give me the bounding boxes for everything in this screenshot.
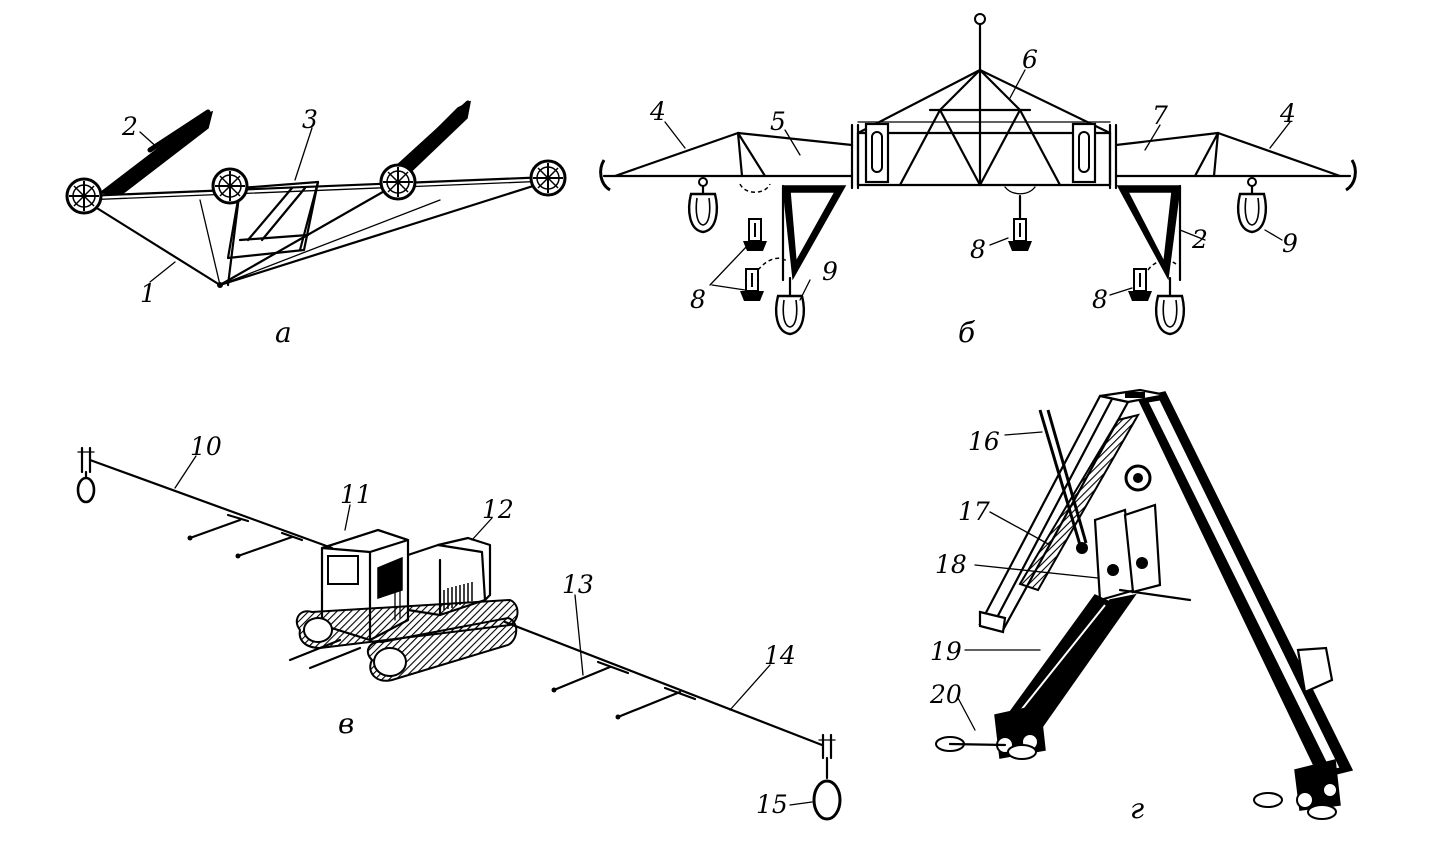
callout-g-20: 20 bbox=[929, 680, 962, 709]
panel-v: 10 11 12 13 14 15 в bbox=[76, 432, 842, 821]
callout-a-1: 1 bbox=[140, 279, 156, 308]
callout-v-15: 15 bbox=[756, 790, 788, 819]
panel-a: 2 3 1 а bbox=[65, 100, 567, 349]
callout-v-13: 13 bbox=[562, 570, 594, 599]
callout-b-2: 2 bbox=[1191, 225, 1208, 254]
callout-b-8-center: 8 bbox=[970, 235, 986, 264]
callout-b-7: 7 bbox=[1152, 101, 1168, 130]
callout-g-19: 19 bbox=[930, 637, 962, 666]
callout-g-16: 16 bbox=[968, 427, 1000, 456]
callout-v-14: 14 bbox=[764, 641, 796, 670]
callout-v-10: 10 bbox=[190, 432, 222, 461]
callout-b-8-left: 8 bbox=[690, 285, 706, 314]
callout-b-4-right: 4 bbox=[1279, 99, 1296, 128]
callout-a-2: 2 bbox=[121, 112, 138, 141]
panel-b: 4 5 6 7 4 8 8 9 2 8 9 б bbox=[599, 13, 1357, 349]
panel-g: 16 17 18 19 20 г bbox=[929, 388, 1354, 825]
callout-b-9-left: 9 bbox=[822, 257, 838, 286]
panel-label-g: г bbox=[1130, 792, 1144, 825]
panel-label-b: б bbox=[958, 316, 976, 349]
callout-g-17: 17 bbox=[958, 497, 990, 526]
callout-b-8-right: 8 bbox=[1092, 285, 1108, 314]
callout-b-9-right: 9 bbox=[1282, 229, 1298, 258]
callout-a-3: 3 bbox=[302, 105, 318, 134]
callout-v-11: 11 bbox=[340, 480, 372, 509]
panel-label-a: а bbox=[275, 316, 292, 349]
tractor bbox=[288, 528, 519, 682]
callout-b-4-left: 4 bbox=[649, 97, 666, 126]
callout-b-5: 5 bbox=[770, 107, 786, 136]
callout-v-12: 12 bbox=[482, 495, 514, 524]
callout-b-6: 6 bbox=[1022, 45, 1038, 74]
panel-label-v: в bbox=[338, 707, 354, 740]
callout-g-18: 18 bbox=[935, 550, 967, 579]
